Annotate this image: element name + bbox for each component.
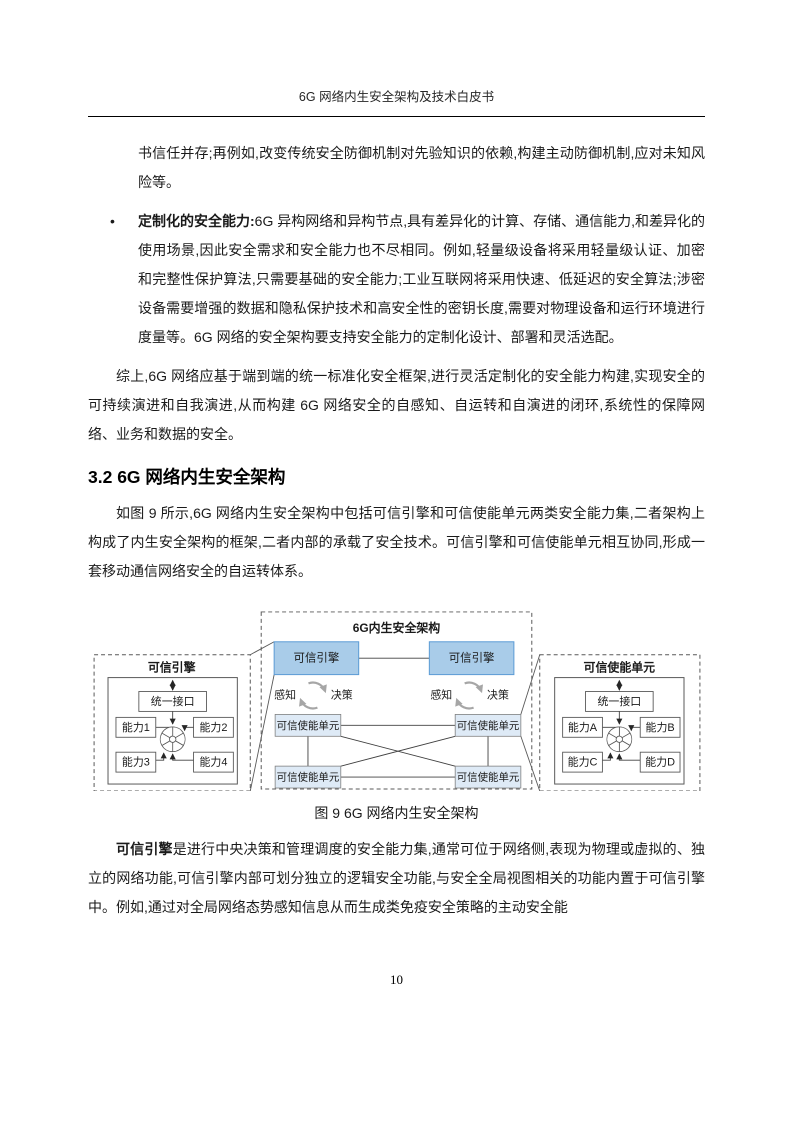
capability-label: 能力1 [122,720,150,734]
interface-label: 统一接口 [597,695,641,708]
paragraph-continuation: 书信任并存;再例如,改变传统安全防御机制对先验知识的依赖,构建主动防御机制,应对… [138,145,705,190]
capability-label: 能力3 [122,755,150,769]
trusted-engine-box [273,641,360,676]
enabling-unit-box [454,765,522,789]
bullet-label: 定制化的安全能力: [138,213,255,229]
capability-box [562,716,603,738]
capability-box [115,716,157,738]
section-heading: 3.2 6G 网络内生安全架构 [88,467,286,487]
callout-lines [249,641,541,791]
enabling-unit-label: 可信使能单元 [457,719,520,732]
capability-label: 能力C [568,755,598,769]
decide-label: 决策 [487,688,509,702]
bullet-paragraph: 定制化的安全能力:6G 异构网络和异构节点,具有差异化的计算、存储、通信能力,和… [138,207,705,352]
capability-box [193,716,234,738]
capability-box [639,716,681,738]
cycle-arrows-icon [455,681,483,710]
panel-title: 可信引擎 [148,661,196,675]
paragraph-trust-engine: 可信引擎是进行中央决策和管理调度的安全能力集,通常可位于网络侧,表现为物理或虚拟… [88,835,705,922]
paragraph-summary: 综上,6G 网络应基于端到端的统一标准化安全框架,进行灵活定制化的安全能力构建,… [88,368,705,442]
bullet-text: 6G 异构网络和异构节点,具有差异化的计算、存储、通信能力,和差异化的使用场景,… [138,213,706,345]
capability-label: 能力2 [199,720,227,734]
page-header: 6G 网络内生安全架构及技术白皮书 [88,88,705,117]
enabling-unit-label: 可信使能单元 [457,771,520,784]
enabling-unit-panel: 可信使能单元 统一接口 能力A 能力B 能力C 能力D [539,654,701,791]
capability-box [115,751,157,773]
page-number: 10 [390,972,403,987]
capability-box [639,751,681,773]
decide-label: 决策 [331,688,353,702]
page-footer: 10 [0,972,793,988]
cycle-arrows-icon [299,681,327,710]
capability-label: 能力D [645,755,675,769]
trust-engine-text: 是进行中央决策和管理调度的安全能力集,通常可位于网络侧,表现为物理或虚拟的、独立… [88,841,705,915]
enabling-unit-label: 可信使能单元 [277,771,340,784]
perceive-label: 感知 [430,688,452,702]
bullet-item: • 定制化的安全能力:6G 异构网络和异构节点,具有差异化的计算、存储、通信能力… [110,207,705,352]
bullet-marker: • [110,213,115,229]
trusted-engine-box [428,641,515,676]
central-architecture-box: 6G内生安全架构 可信引擎 可信引擎 感知 决策 感知 决策 [260,611,533,790]
enabling-unit-label: 可信使能单元 [277,719,340,732]
paragraph-figure-intro: 如图 9 所示,6G 网络内生安全架构中包括可信引擎和可信使能单元两类安全能力集… [88,505,705,579]
trusted-engine-label: 可信引擎 [294,651,340,665]
enabling-unit-box [274,714,342,737]
capability-box [562,751,603,773]
panel-title: 可信使能单元 [584,661,656,675]
capability-label: 能力B [646,720,675,734]
architecture-diagram: 6G内生安全架构 可信引擎 可信引擎 感知 决策 感知 决策 [93,611,701,791]
figure-9: 6G内生安全架构 可信引擎 可信引擎 感知 决策 感知 决策 [88,600,705,823]
unit-mesh-lines [307,724,489,778]
header-title: 6G 网络内生安全架构及技术白皮书 [298,90,495,104]
trust-engine-term: 可信引擎 [116,841,173,857]
trusted-engine-panel: 可信引擎 统一接口 能力1 能力2 能力3 能力4 [93,654,251,791]
central-title: 6G内生安全架构 [353,621,441,635]
interface-label: 统一接口 [151,695,195,708]
enabling-unit-box [454,714,522,737]
capability-label: 能力A [568,720,598,734]
figure-caption: 图 9 6G 网络内生安全架构 [314,805,479,821]
enabling-unit-box [274,765,342,789]
capability-box [193,751,234,773]
trusted-engine-label: 可信引擎 [449,651,495,665]
perceive-label: 感知 [274,688,296,702]
capability-label: 能力4 [199,755,227,769]
